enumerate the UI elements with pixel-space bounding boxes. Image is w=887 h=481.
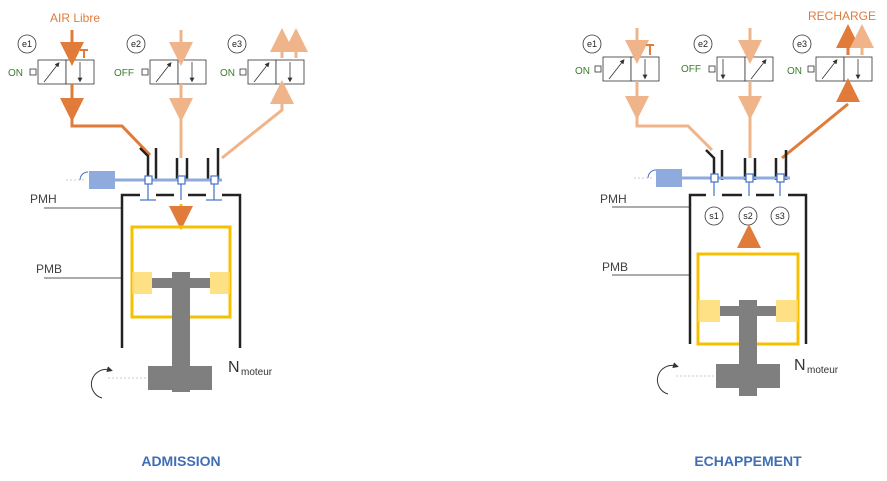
echappement-panel: RECHARGE e1 ON e2 OFF e3 ON xyxy=(575,9,876,469)
valve-id: e3 xyxy=(797,39,807,49)
valve-id-circle xyxy=(126,34,146,54)
echappement-valve-e3: e3 ON xyxy=(787,34,873,82)
crankshaft xyxy=(148,366,212,390)
admission-valve-e2: e2 OFF xyxy=(114,34,207,85)
port-s1: s1 xyxy=(709,211,719,221)
valve-state: OFF xyxy=(681,64,701,75)
admission-top-label: AIR Libre xyxy=(50,11,100,25)
camshaft-motor xyxy=(89,171,115,189)
valve-actuator xyxy=(239,68,247,76)
pmb-label: PMB xyxy=(36,262,62,276)
echappement-head-ports xyxy=(705,149,788,180)
admission-valve-e3: e3 ON xyxy=(220,34,305,85)
valve-actuator xyxy=(141,68,149,76)
port-circles: s1 s2 s3 xyxy=(704,206,790,226)
admission-head-ports xyxy=(139,147,220,180)
admission-flow-lines xyxy=(60,28,308,160)
echappement-flow-lines xyxy=(625,24,874,160)
connecting-rod xyxy=(172,272,190,392)
echappement-top-label: RECHARGE xyxy=(808,9,876,23)
valve-id: e2 xyxy=(131,39,141,49)
echappement-valve-e2: e2 OFF xyxy=(681,34,774,82)
valve-state: ON xyxy=(787,66,802,77)
port-s3: s3 xyxy=(775,211,785,221)
valve-state: ON xyxy=(575,66,590,77)
echappement-camshaft xyxy=(634,169,790,196)
pmb-label: PMB xyxy=(602,260,628,274)
admission-cylinder: PMH PMB N moteur xyxy=(30,192,273,399)
valve-state: OFF xyxy=(114,68,134,79)
valve-id-circle xyxy=(17,34,37,54)
n-motor-label: N xyxy=(794,357,806,374)
valve-id: e3 xyxy=(232,39,242,49)
admission-camshaft xyxy=(66,171,222,230)
valve-id-circle xyxy=(227,34,247,54)
pmh-label: PMH xyxy=(600,192,627,206)
port-s2: s2 xyxy=(743,211,753,221)
n-motor-label: N xyxy=(228,359,240,376)
n-motor-sub: moteur xyxy=(241,367,273,378)
valve-state: ON xyxy=(8,68,23,79)
admission-panel: AIR Libre e1 ON e2 OFF e3 ON xyxy=(8,11,308,469)
valve-id: e2 xyxy=(698,39,708,49)
valve-id: e1 xyxy=(22,39,32,49)
admission-valve-e1: e1 ON xyxy=(8,34,95,85)
valve-actuator xyxy=(29,68,37,76)
n-motor-sub: moteur xyxy=(807,365,839,376)
echappement-valve-e1: e1 ON xyxy=(575,34,660,82)
pmh-label: PMH xyxy=(30,192,57,206)
valve-state: ON xyxy=(220,68,235,79)
echappement-title: ECHAPPEMENT xyxy=(694,453,802,469)
admission-title: ADMISSION xyxy=(141,453,220,469)
echappement-cylinder: PMH PMB s1 s2 s3 N moteur xyxy=(600,192,839,396)
crankshaft xyxy=(716,364,780,388)
valve-id: e1 xyxy=(587,39,597,49)
